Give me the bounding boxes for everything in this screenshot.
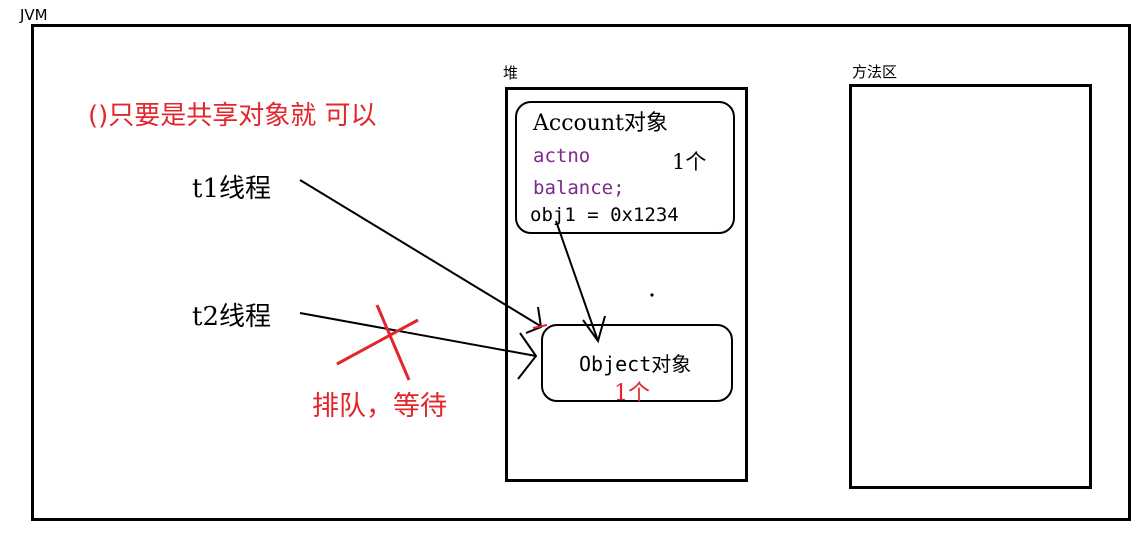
method-area-label: 方法区	[852, 63, 898, 81]
t2-arrowhead	[517, 332, 538, 380]
object-object-count: 1个	[614, 381, 650, 406]
account-field-balance: balance;	[533, 177, 625, 199]
t1-red-tick	[532, 324, 548, 329]
heap-label: 堆	[503, 64, 519, 82]
red-cross-stroke-2	[336, 318, 419, 366]
account-object-box	[515, 101, 735, 234]
t1-arrow-line	[299, 179, 543, 328]
object-object-title: Object对象	[579, 352, 692, 376]
thread-t1-label: t1线程	[192, 174, 271, 204]
t1-arrowhead	[525, 306, 543, 334]
shared-object-note: ()只要是共享对象就 可以	[88, 101, 377, 131]
obj1-arrowhead	[582, 315, 606, 344]
account-object-count: 1个	[672, 150, 707, 174]
account-object-title: Account对象	[533, 111, 668, 136]
method-area-region	[849, 84, 1092, 489]
account-field-obj1: obj1 = 0x1234	[530, 204, 679, 226]
jvm-label: JVM	[20, 6, 48, 24]
thread-t2-label: t2线程	[192, 302, 271, 332]
t2-arrow-line	[299, 312, 537, 357]
obj1-reference-arrow	[555, 220, 599, 342]
red-cross-stroke-1	[375, 304, 411, 381]
account-field-actno: actno	[533, 145, 591, 167]
object-object-box	[541, 324, 733, 402]
heap-region	[505, 87, 748, 482]
wait-queue-label: 排队，等待	[312, 391, 447, 422]
jvm-container	[31, 24, 1131, 521]
stray-dot	[650, 293, 654, 297]
